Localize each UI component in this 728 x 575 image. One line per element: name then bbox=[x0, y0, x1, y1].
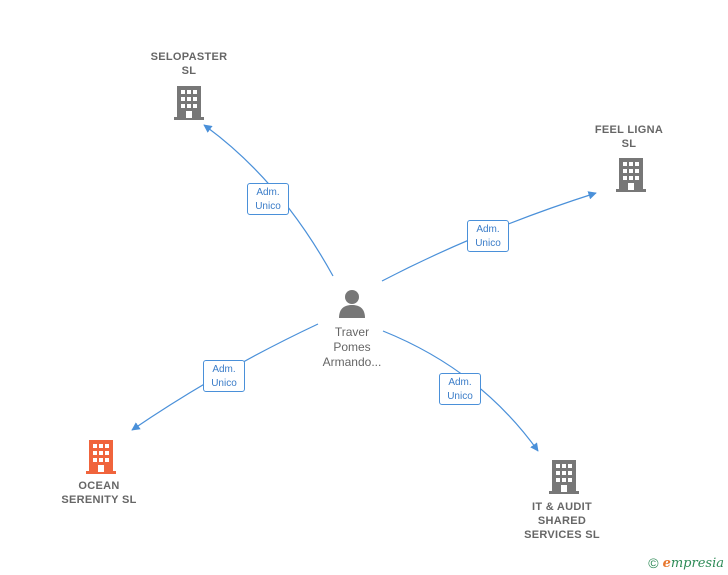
building-icon[interactable] bbox=[616, 158, 646, 192]
building-icon[interactable] bbox=[174, 86, 204, 120]
company-label-it-audit[interactable]: IT & AUDIT SHARED SERVICES SL bbox=[524, 501, 600, 541]
building-icon[interactable] bbox=[86, 440, 116, 474]
role-badge-selopaster: Adm. Unico bbox=[247, 183, 289, 215]
brand-initial: e bbox=[662, 555, 671, 571]
company-label-ocean-serenity[interactable]: OCEAN SERENITY SL bbox=[61, 480, 137, 506]
brand-logo: © empresia bbox=[648, 555, 724, 571]
role-badge-it-audit: Adm. Unico bbox=[439, 373, 481, 405]
copyright-icon: © bbox=[648, 555, 659, 571]
edges bbox=[131, 124, 597, 452]
building-icon[interactable] bbox=[549, 460, 579, 494]
person-icon[interactable] bbox=[339, 290, 365, 318]
role-badge-ocean-serenity: Adm. Unico bbox=[203, 360, 245, 392]
company-label-feel-ligna[interactable]: FEEL LIGNA SL bbox=[594, 124, 664, 150]
company-label-selopaster[interactable]: SELOPASTER SL bbox=[150, 51, 228, 77]
person-name[interactable]: Traver Pomes Armando... bbox=[322, 325, 382, 369]
brand-rest: mpresia bbox=[670, 555, 724, 571]
brand-name: empresia bbox=[663, 556, 724, 571]
role-badge-feel-ligna: Adm. Unico bbox=[467, 220, 509, 252]
